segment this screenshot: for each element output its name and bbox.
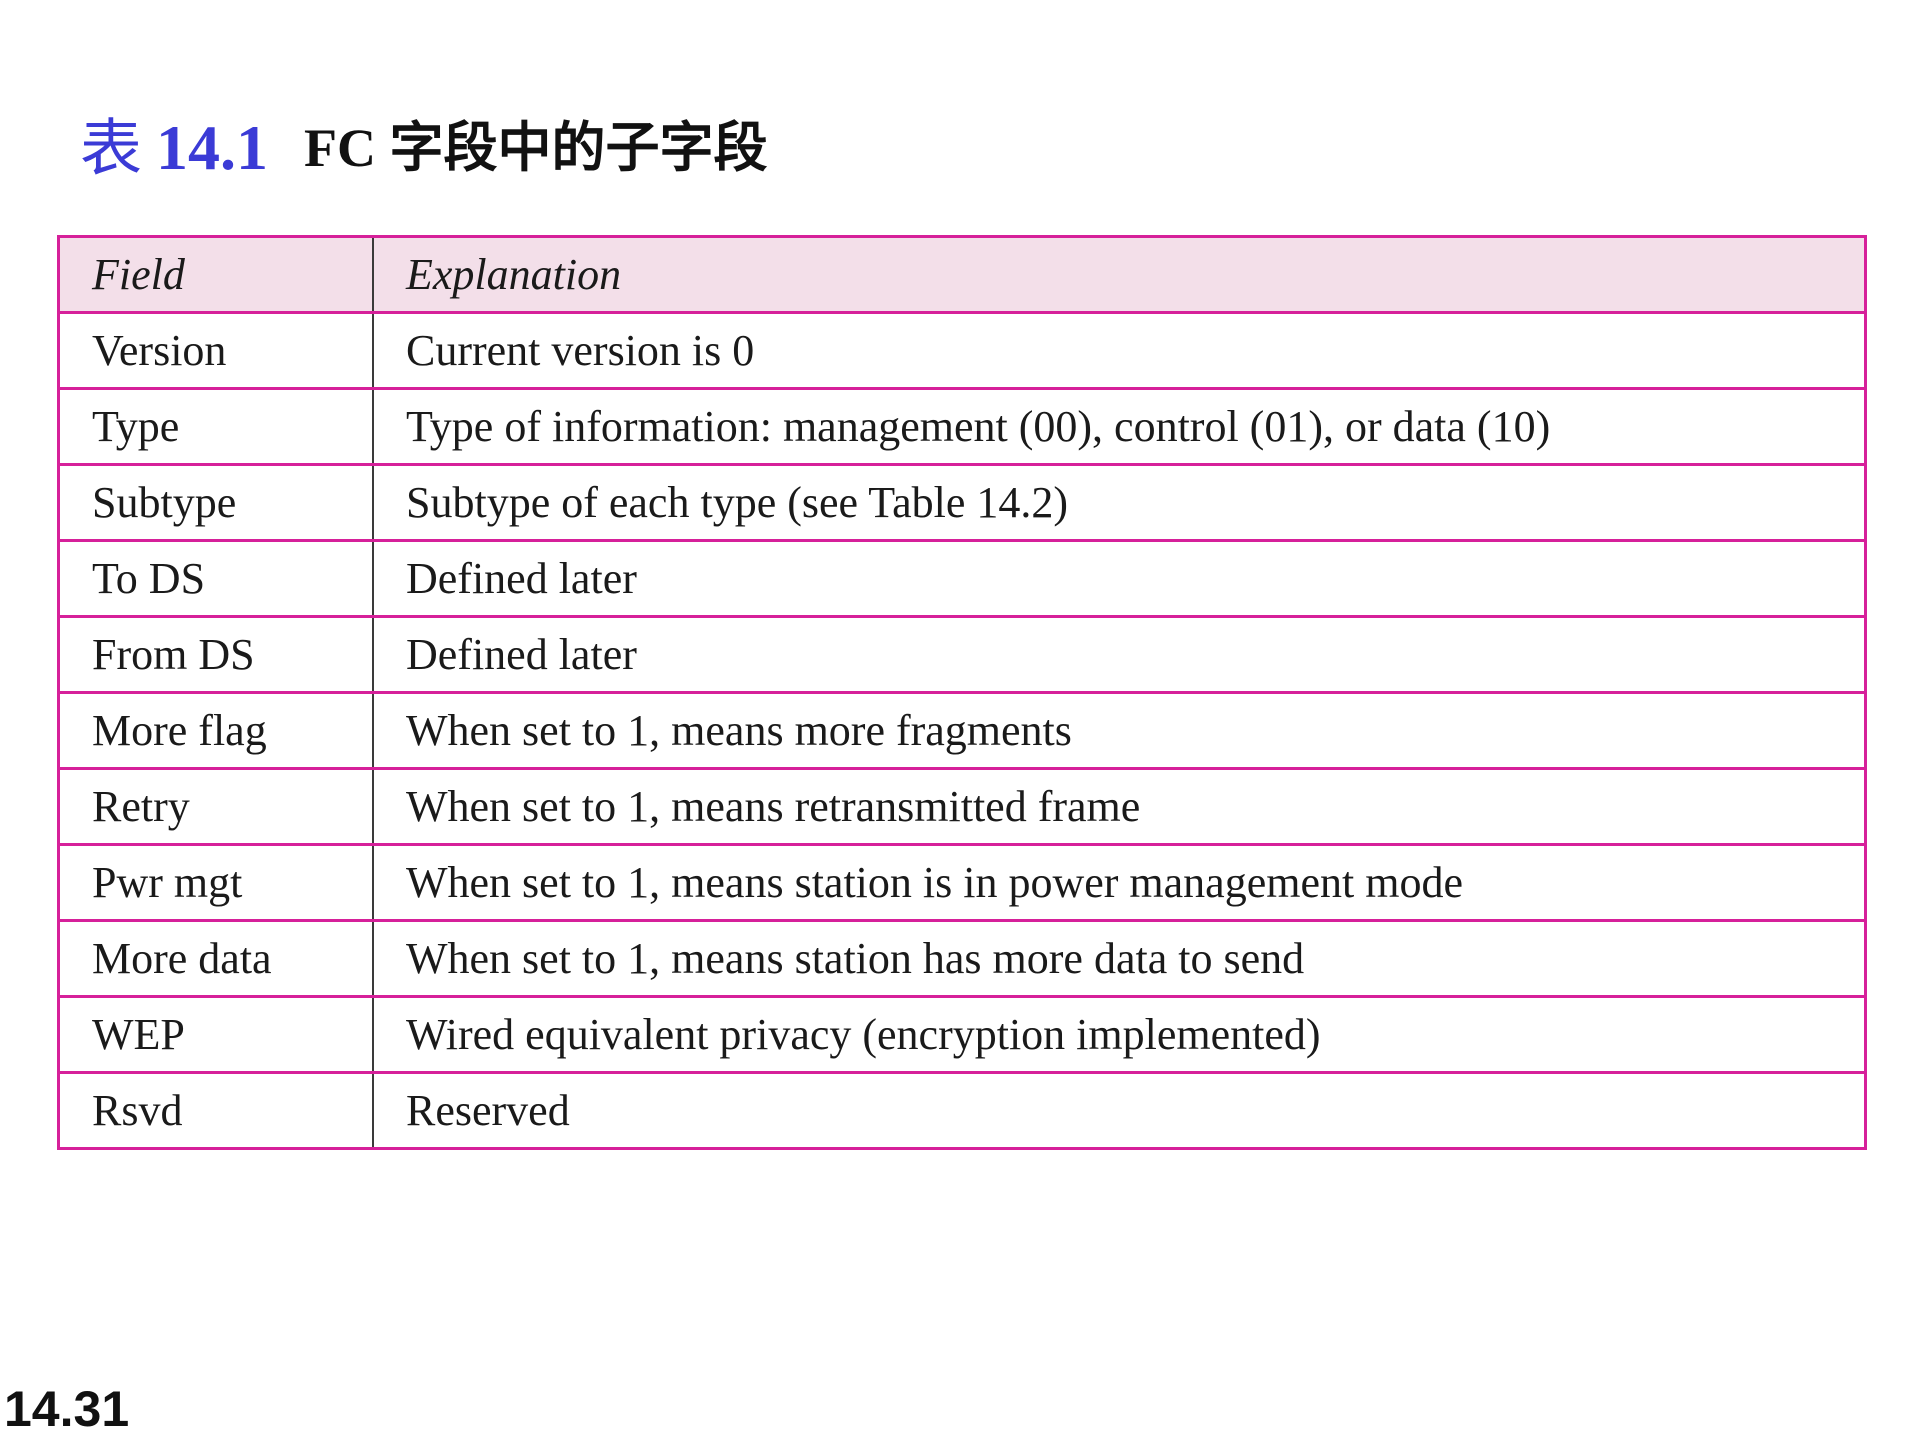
- caption-number: 14.1: [156, 112, 269, 184]
- caption-label: 表: [80, 111, 143, 185]
- table-row: WEP Wired equivalent privacy (encryption…: [58, 995, 1866, 1074]
- explanation-cell: When set to 1, means station is in power…: [373, 843, 1866, 922]
- table-row: Subtype Subtype of each type (see Table …: [58, 463, 1866, 542]
- header-explanation: Explanation: [373, 235, 1866, 314]
- explanation-cell: Type of information: management (00), co…: [373, 387, 1866, 466]
- field-cell: Type: [58, 387, 374, 466]
- table-row: Version Current version is 0: [58, 311, 1866, 390]
- field-cell: From DS: [58, 615, 374, 694]
- table-row: Pwr mgt When set to 1, means station is …: [58, 843, 1866, 922]
- explanation-cell: When set to 1, means station has more da…: [373, 919, 1866, 998]
- explanation-cell: Reserved: [373, 1071, 1866, 1150]
- field-cell: Rsvd: [58, 1071, 374, 1150]
- fc-subfields-table: Field Explanation Version Current versio…: [57, 235, 1867, 1150]
- table-row: Retry When set to 1, means retransmitted…: [58, 767, 1866, 846]
- caption-text: FC 字段中的子字段: [304, 118, 768, 179]
- field-cell: Pwr mgt: [58, 843, 374, 922]
- explanation-cell: When set to 1, means more fragments: [373, 691, 1866, 770]
- explanation-cell: When set to 1, means retransmitted frame: [373, 767, 1866, 846]
- page-number: 14.31: [4, 1381, 130, 1437]
- field-cell: To DS: [58, 539, 374, 618]
- table-row: Rsvd Reserved: [58, 1071, 1866, 1150]
- table-row: More data When set to 1, means station h…: [58, 919, 1866, 998]
- table-row: More flag When set to 1, means more frag…: [58, 691, 1866, 770]
- field-cell: Subtype: [58, 463, 374, 542]
- explanation-cell: Current version is 0: [373, 311, 1866, 390]
- explanation-cell: Wired equivalent privacy (encryption imp…: [373, 995, 1866, 1074]
- table-row: From DS Defined later: [58, 615, 1866, 694]
- explanation-cell: Defined later: [373, 615, 1866, 694]
- field-cell: More flag: [58, 691, 374, 770]
- field-cell: Version: [58, 311, 374, 390]
- table-header-row: Field Explanation: [58, 235, 1866, 314]
- table-row: To DS Defined later: [58, 539, 1866, 618]
- table-row: Type Type of information: management (00…: [58, 387, 1866, 466]
- field-cell: WEP: [58, 995, 374, 1074]
- header-field: Field: [58, 235, 374, 314]
- field-cell: More data: [58, 919, 374, 998]
- field-cell: Retry: [58, 767, 374, 846]
- explanation-cell: Subtype of each type (see Table 14.2): [373, 463, 1866, 542]
- explanation-cell: Defined later: [373, 539, 1866, 618]
